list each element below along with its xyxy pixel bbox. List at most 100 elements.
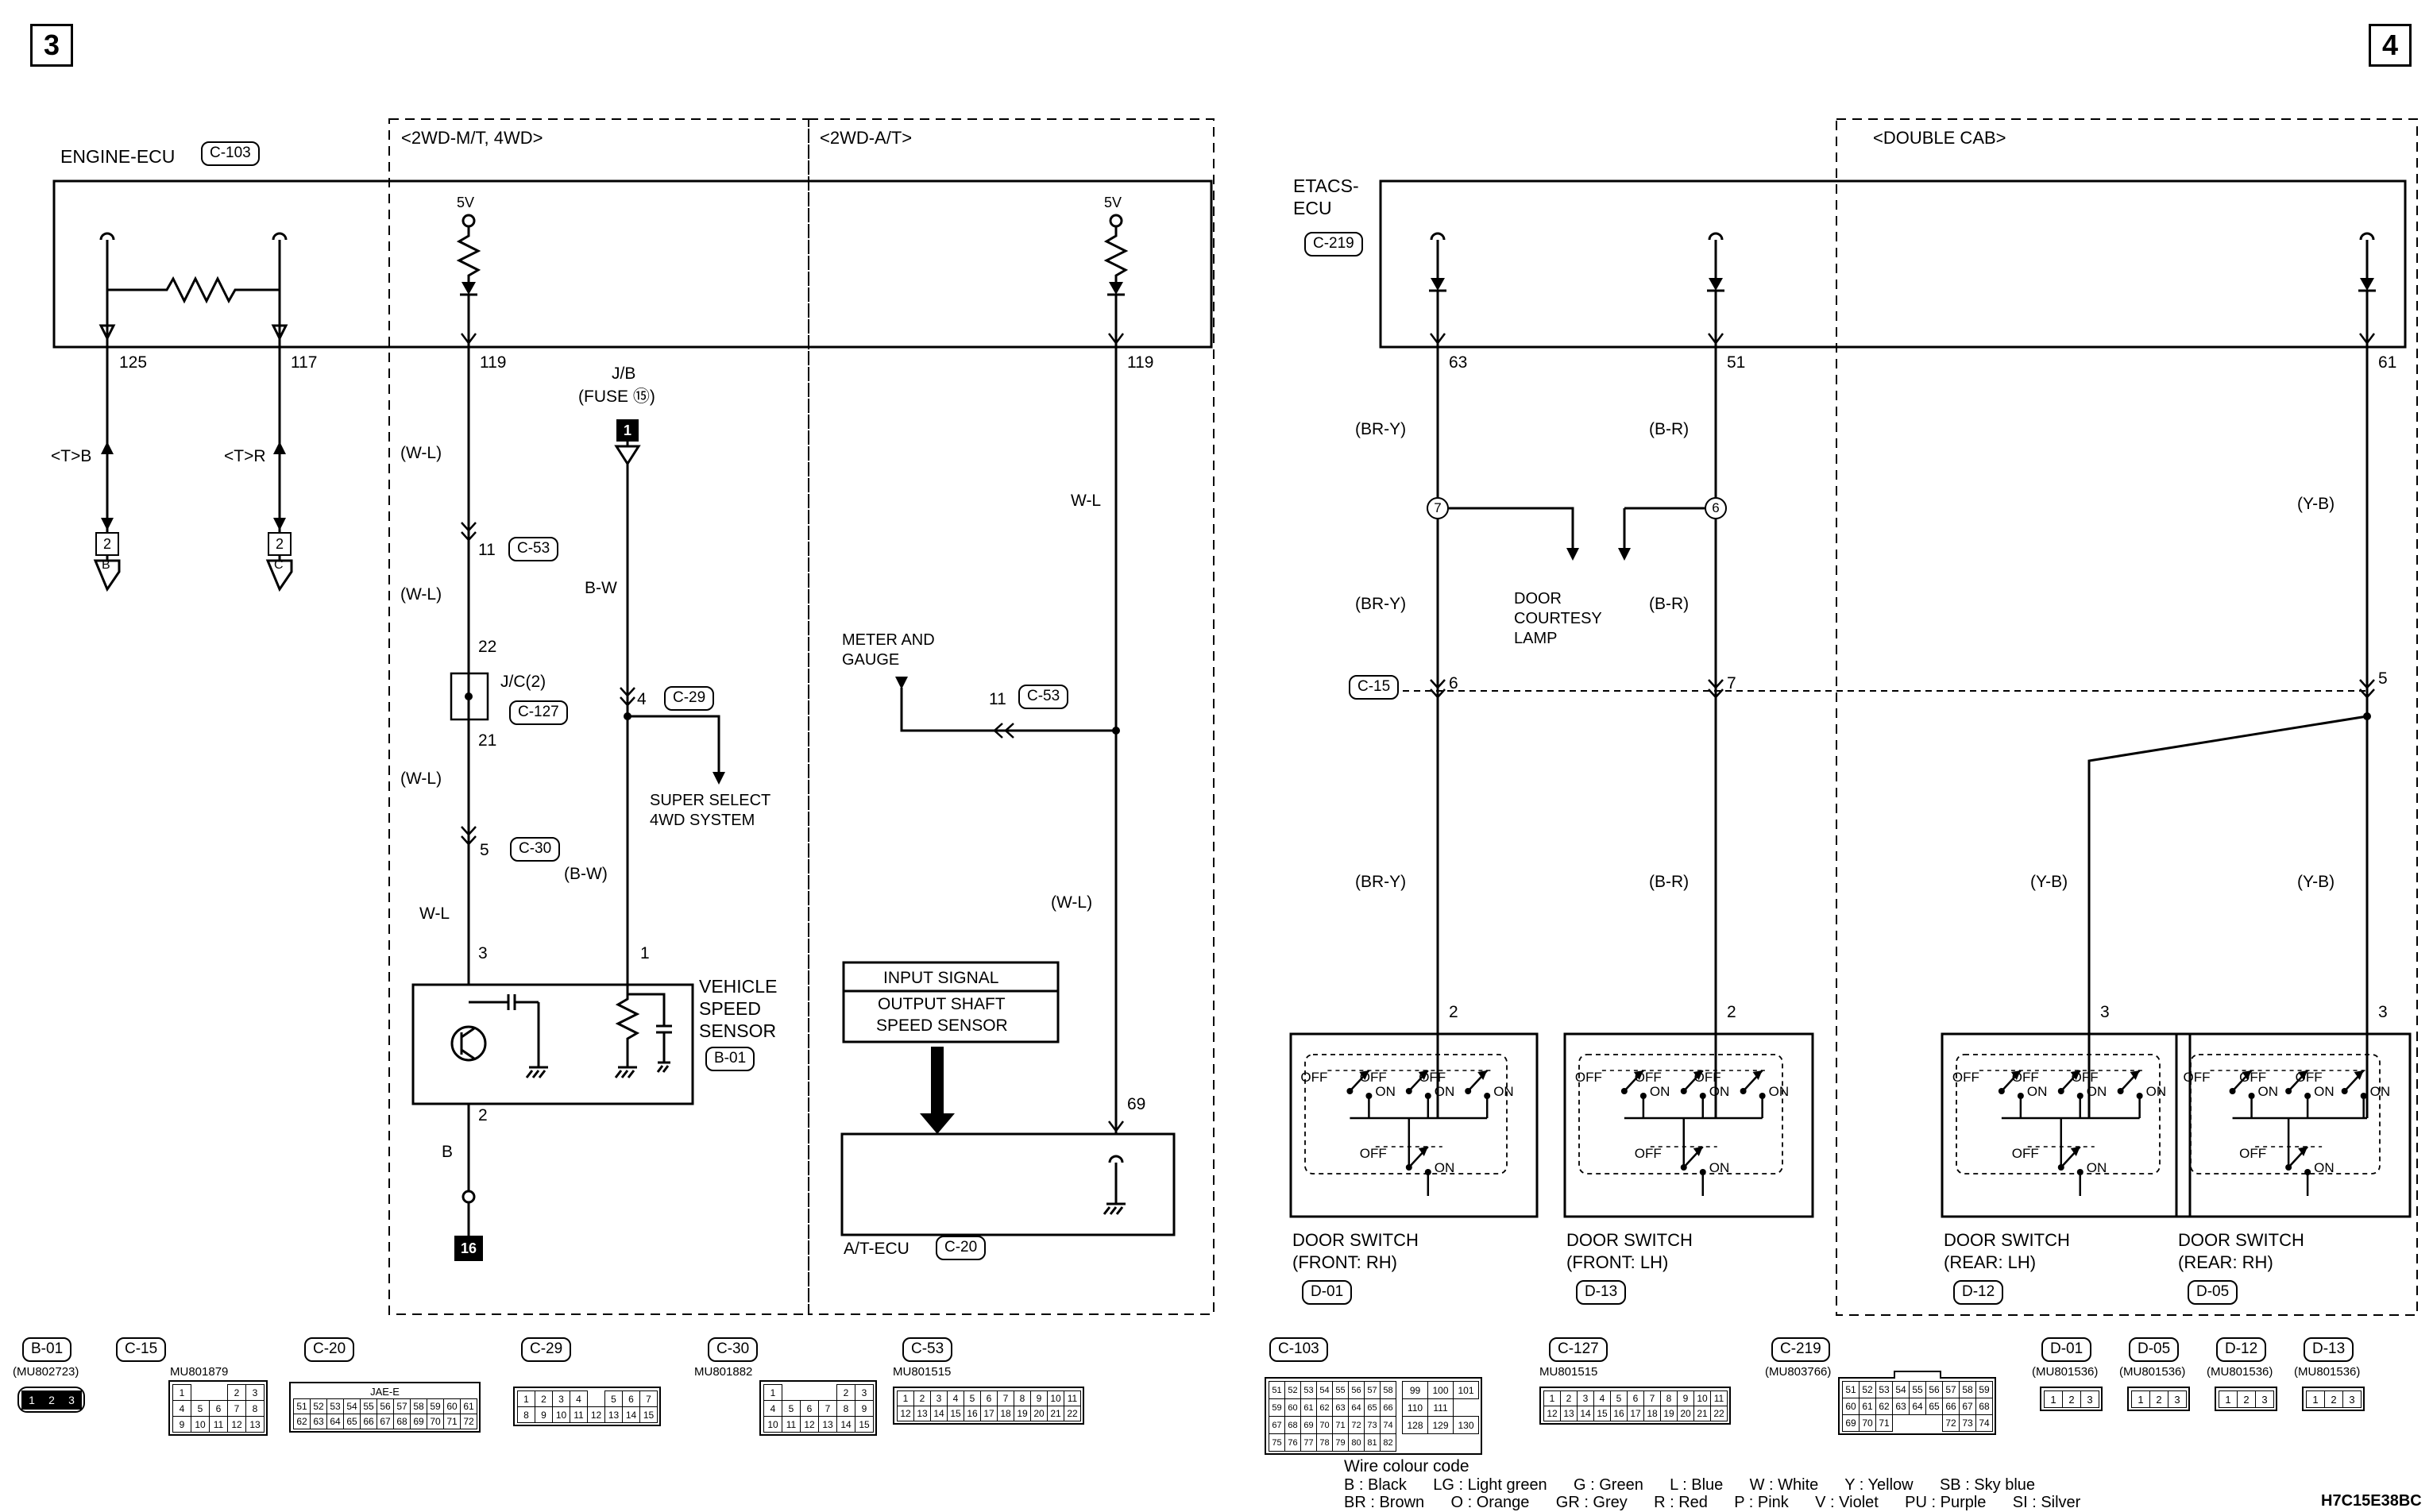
connector-ref-b-01-pinout[interactable]: B-01 xyxy=(22,1337,72,1362)
pin-box-2-right: 2 xyxy=(268,532,292,556)
connector-ref-d-01[interactable]: D-01 xyxy=(1302,1280,1353,1305)
switch-blade-arrow-icon xyxy=(2298,1147,2308,1156)
pin-gap xyxy=(587,1390,605,1407)
vss-label-2: SPEED xyxy=(699,998,761,1019)
switch-blade-arrow-icon xyxy=(1477,1070,1488,1080)
pin-cell: 58 xyxy=(1959,1381,1976,1398)
pin-cell: 10 xyxy=(763,1416,782,1433)
connector-ref-c30-line[interactable]: C-30 xyxy=(510,837,561,862)
connector-ref-d-13[interactable]: D-13 xyxy=(1576,1280,1627,1305)
connector-ref-c-127-pinout[interactable]: C-127 xyxy=(1549,1337,1608,1362)
connector-ref-c219-header[interactable]: C-219 xyxy=(1304,232,1363,256)
pin-cell: 21 xyxy=(1047,1406,1064,1421)
connector-ref-d-05[interactable]: D-05 xyxy=(2188,1280,2238,1305)
pin-3-sensor: 3 xyxy=(478,944,488,962)
pin-63: 63 xyxy=(1449,353,1468,372)
pin-cell: 61 xyxy=(1859,1398,1876,1415)
pin-cell: 11 xyxy=(1064,1390,1081,1406)
connector-ref-c127-jc[interactable]: C-127 xyxy=(509,700,568,725)
connector-ref-c-30-pinout[interactable]: C-30 xyxy=(708,1337,759,1362)
connector-ref-c-53-pinout[interactable]: C-53 xyxy=(902,1337,953,1362)
pin-cell: 13 xyxy=(1560,1406,1578,1421)
pin-cell: 101 xyxy=(1453,1381,1479,1399)
pin-cell: 6 xyxy=(1627,1390,1644,1406)
input-signal-label: INPUT SIGNAL xyxy=(883,969,999,987)
vss-label-1: VEHICLE xyxy=(699,976,778,997)
page-number-right[interactable]: 4 xyxy=(2369,24,2412,67)
splice-node-6: 6 xyxy=(1705,497,1727,519)
pin-cell: 2 xyxy=(41,1390,62,1410)
connector-ref-d-01-pinout[interactable]: D-01 xyxy=(2041,1337,2092,1362)
connector-ref-c-20-pinout[interactable]: C-20 xyxy=(304,1337,355,1362)
pin-cell: 54 xyxy=(1892,1381,1910,1398)
connector-ref-c-15-pinout[interactable]: C-15 xyxy=(116,1337,167,1362)
pin-cell: 19 xyxy=(1014,1406,1031,1421)
pin-cell: 14 xyxy=(622,1406,640,1423)
pin-cell: 1 xyxy=(897,1390,914,1406)
pin-cell: 3 xyxy=(245,1384,265,1401)
connector-ref-c53-at[interactable]: C-53 xyxy=(1018,685,1069,709)
pin-cell: 70 xyxy=(1859,1414,1876,1432)
connector-ref-c20-atecu[interactable]: C-20 xyxy=(936,1236,987,1260)
connector-ref-c15-line[interactable]: C-15 xyxy=(1349,675,1400,700)
courtesy-lamp-arrow-icons xyxy=(1566,548,1631,561)
connector-ref-d-13-pinout[interactable]: D-13 xyxy=(2304,1337,2354,1362)
connector-ref-c-29-pinout[interactable]: C-29 xyxy=(521,1337,572,1362)
pin-cell: 60 xyxy=(1284,1398,1301,1417)
pin-cell: 55 xyxy=(1332,1381,1349,1399)
pin-2-sensor: 2 xyxy=(478,1106,488,1124)
pin-6-c15: 6 xyxy=(1449,674,1458,692)
pin-cell: 99 xyxy=(1402,1381,1428,1399)
connector-tab xyxy=(1893,1371,1941,1379)
junction-dot xyxy=(624,712,631,720)
pin-117: 117 xyxy=(291,353,318,372)
wire-colour-code-line2: BR : Brown O : Orange GR : Grey R : Red … xyxy=(1344,1494,2081,1511)
pin-61: 61 xyxy=(2378,353,2397,372)
switch-off-label: OFF xyxy=(1634,1146,1662,1161)
pin-cell: 68 xyxy=(393,1414,411,1429)
connector-ref-d-05-pinout[interactable]: D-05 xyxy=(2129,1337,2180,1362)
switch-on-label: ON xyxy=(1709,1084,1730,1099)
pin-cell: 18 xyxy=(1643,1406,1661,1421)
pin-cell: 66 xyxy=(1380,1398,1396,1417)
connector-ref-b01-sensor[interactable]: B-01 xyxy=(705,1047,755,1071)
pin-cell: 71 xyxy=(443,1414,461,1429)
fuse-15-label: (FUSE ⑮) xyxy=(578,388,655,406)
pin-cell: 7 xyxy=(997,1390,1014,1406)
connector-ref-c-219-pinout[interactable]: C-219 xyxy=(1771,1337,1830,1362)
connector-ref-c103-header[interactable]: C-103 xyxy=(201,141,260,166)
connector-ref-c53-mt[interactable]: C-53 xyxy=(508,537,559,561)
page-number-left[interactable]: 3 xyxy=(30,24,73,67)
pin-cell: 55 xyxy=(360,1398,377,1414)
connector-ref-d-12[interactable]: D-12 xyxy=(1953,1280,2004,1305)
pin-cell: 13 xyxy=(818,1416,837,1433)
part-number-c-127: MU801515 xyxy=(1539,1365,1598,1379)
pin-cell: 5 xyxy=(1610,1390,1628,1406)
pin-gap xyxy=(1909,1414,1926,1432)
connector-ref-c-103-pinout[interactable]: C-103 xyxy=(1269,1337,1328,1362)
connector-ref-d-12-pinout[interactable]: D-12 xyxy=(2216,1337,2267,1362)
connector-ref-c29-line[interactable]: C-29 xyxy=(664,686,715,711)
pin-cell: 5 xyxy=(964,1390,981,1406)
pin-cell: 16 xyxy=(1610,1406,1628,1421)
pin-cell: 7 xyxy=(1643,1390,1661,1406)
pin-cell: 2 xyxy=(535,1390,553,1407)
pin-cell: 22 xyxy=(1064,1406,1081,1421)
shield-letter-c: C xyxy=(274,558,284,572)
pin-cell: 52 xyxy=(310,1398,327,1414)
region-2wd-mt-4wd: <2WD-M/T, 4WD> xyxy=(401,128,543,148)
